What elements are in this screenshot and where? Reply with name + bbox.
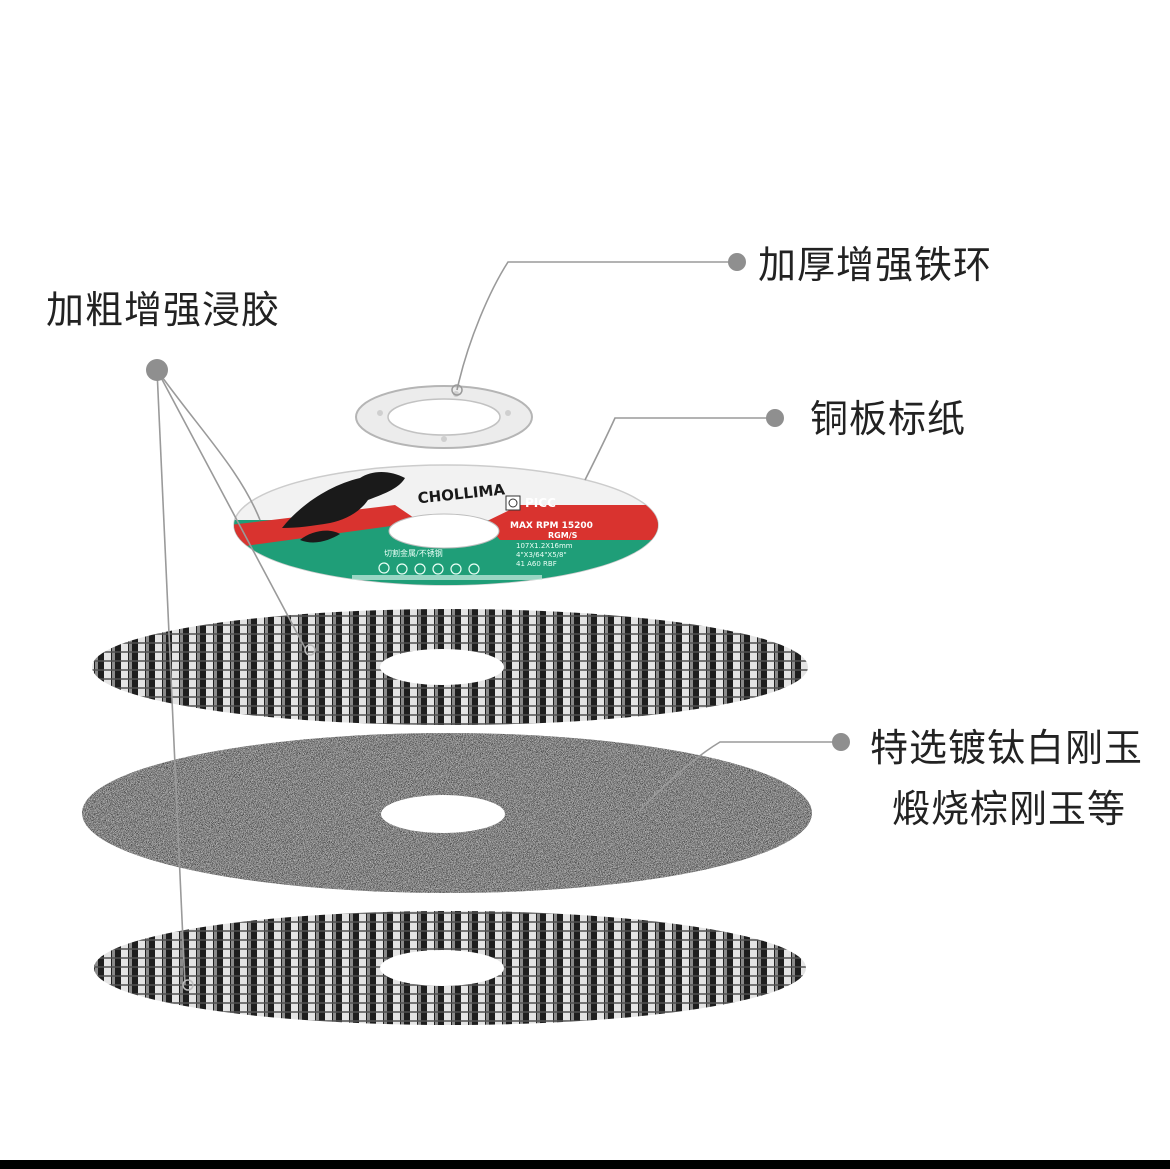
- bottom-bar: [0, 1160, 1170, 1169]
- cert-text: PICC: [525, 496, 556, 510]
- certification-icon: [505, 495, 521, 511]
- callout-lines: [156, 261, 841, 986]
- fiber-mesh-layer-bottom: [94, 911, 806, 1025]
- callout-dot-paper: [766, 409, 784, 427]
- spec1-text: 107X1.2X16mm: [516, 542, 573, 550]
- rpm-text: MAX RPM 15200: [510, 521, 593, 531]
- callout-dots: [146, 253, 850, 991]
- callout-dot-fiber: [146, 359, 168, 381]
- label-abrasive-line1: 特选镀钛白刚玉: [870, 726, 1144, 770]
- paper-label-disc: CHOLLIMA PICC MAX RPM 15200 RGM/S 107X1.…: [233, 464, 659, 586]
- label-abrasive-line2: 煅烧棕刚玉等: [892, 787, 1127, 831]
- callout-dot-abrasive: [832, 733, 850, 751]
- label-paper: 铜板标纸: [810, 397, 967, 441]
- callout-dot-ring: [728, 253, 746, 271]
- abrasive-grain-layer: [82, 733, 812, 893]
- spec2-text: 4"X3/64"X5/8": [516, 551, 567, 559]
- label-iron-ring: 加厚增强铁环: [758, 243, 993, 287]
- horse-logo-icon: [282, 472, 405, 528]
- warning-icon-row: [378, 562, 480, 575]
- usage-text: 切割金属/不锈钢: [384, 548, 443, 558]
- spec3-text: 41 A60 RBF: [516, 560, 557, 568]
- label-fiber-mesh: 加粗增强浸胶: [46, 288, 281, 332]
- fiber-mesh-layer-top: [92, 609, 808, 725]
- iron-ring: [355, 385, 533, 449]
- grade-text: RGM/S: [548, 531, 578, 540]
